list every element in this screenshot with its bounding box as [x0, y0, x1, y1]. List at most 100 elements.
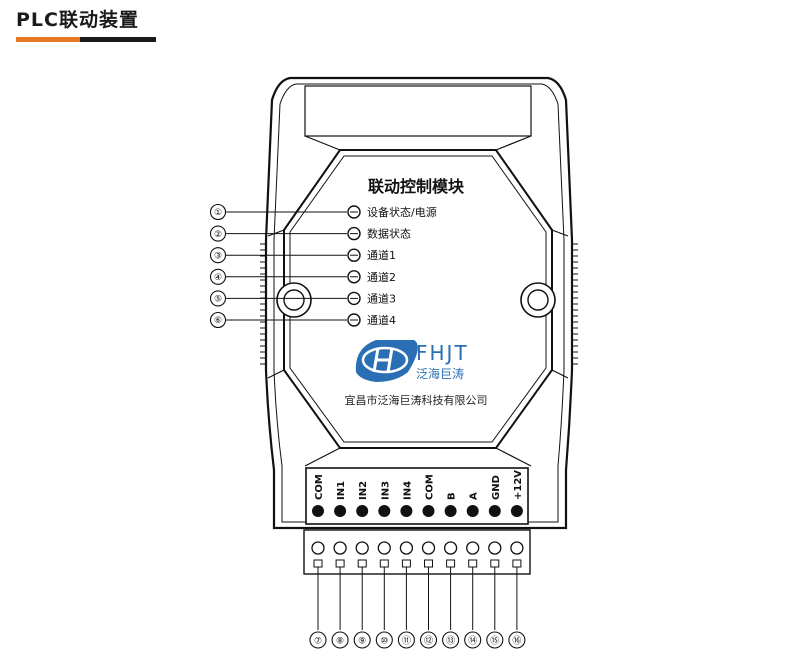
- terminal-screw: [510, 505, 523, 517]
- indicator-3: ③ 通道1: [209, 247, 396, 264]
- plug-clamp: [401, 559, 411, 568]
- terminal-label: +12V: [513, 470, 524, 500]
- terminal-label: B: [447, 492, 458, 500]
- terminal-1: COM: [312, 474, 325, 517]
- title-underline-accent: [16, 37, 80, 42]
- indicator-number: ①: [214, 208, 222, 218]
- plug-pin-4: ⑩: [375, 541, 393, 649]
- terminal-screw: [422, 505, 435, 517]
- plug-screw: [377, 541, 391, 555]
- plug-number: ⑮: [490, 636, 499, 647]
- indicator-2: ② 数据状态: [209, 225, 411, 242]
- plug-clamp: [424, 559, 433, 568]
- plug-number-circle: [309, 631, 327, 649]
- plug-pin-1: ⑦: [309, 541, 327, 649]
- indicator-label: 通道1: [367, 248, 396, 262]
- plug-number-circle: [375, 631, 393, 649]
- plug-screw: [421, 541, 436, 555]
- page-header: PLC联动装置: [16, 6, 156, 42]
- plug-number-circle: [464, 631, 482, 649]
- plug-number-circle: [331, 631, 349, 649]
- plug-pin-3: ⑨: [353, 541, 371, 649]
- terminal-4: IN3: [378, 481, 391, 517]
- brand-logo: FHJT 泛海巨涛: [355, 340, 467, 382]
- indicator-number: ③: [214, 251, 222, 261]
- plug-pin-10: ⑯: [508, 541, 526, 649]
- terminal-label: COM: [425, 474, 436, 500]
- terminal-label: IN1: [336, 481, 347, 500]
- terminal-6: COM: [422, 474, 436, 517]
- plug-screw: [333, 541, 347, 555]
- terminal-labels: COM IN1 IN2 IN3 IN4 COM B A GND +12V: [312, 470, 524, 517]
- terminal-label: GND: [491, 475, 502, 500]
- indicator-label: 通道3: [367, 291, 396, 305]
- left-ribbing: [260, 243, 266, 365]
- terminal-label: A: [469, 492, 480, 500]
- front-panel-inner: [289, 155, 547, 443]
- plug-number-circle: [442, 631, 460, 649]
- plug-pin-5: ⑪: [397, 541, 415, 649]
- mounting-hole-right: [520, 282, 556, 318]
- plug-number: ⑯: [512, 636, 521, 647]
- plug-clamp: [313, 559, 323, 568]
- terminal-label: IN2: [358, 481, 369, 500]
- right-ribbing: [572, 243, 578, 365]
- terminal-screw: [488, 505, 501, 517]
- brand-name-cn: 泛海巨涛: [416, 366, 464, 381]
- device-body-inner: [273, 83, 565, 523]
- plug-pin-8: ⑭: [464, 541, 482, 649]
- plug-number: ⑭: [468, 636, 477, 647]
- title-underline: [16, 37, 156, 42]
- plug-pin-6: ⑫: [419, 541, 438, 649]
- terminal-label: IN3: [380, 481, 391, 500]
- company-name: 宜昌市泛海巨涛科技有限公司: [345, 393, 488, 407]
- terminal-5: IN4: [400, 481, 413, 517]
- plug-number: ⑩: [380, 637, 388, 647]
- terminal-label: COM: [314, 474, 325, 500]
- plug-number: ⑦: [314, 637, 322, 647]
- plug-number: ⑨: [358, 637, 366, 647]
- plug-clamp: [490, 559, 500, 568]
- terminal-screw: [400, 505, 413, 517]
- plug-clamp: [357, 559, 367, 568]
- terminal-2: IN1: [334, 481, 347, 517]
- indicator-label: 设备状态/电源: [367, 205, 437, 219]
- plug-screw: [443, 541, 458, 555]
- terminal-8: A: [466, 492, 480, 517]
- plug-clamp: [468, 559, 478, 568]
- plug-number: ⑪: [402, 636, 411, 647]
- plug-number-circle: [486, 631, 504, 649]
- indicator-number: ⑤: [214, 295, 222, 305]
- page-title: PLC联动装置: [16, 9, 139, 31]
- plug-screw: [311, 541, 325, 555]
- plug-pin-9: ⑮: [486, 541, 504, 649]
- top-window: [304, 85, 532, 137]
- plug-screw: [355, 541, 369, 555]
- terminal-screw: [378, 505, 391, 517]
- terminal-screw: [466, 505, 479, 517]
- plug-pin-7: ⑬: [442, 541, 460, 649]
- terminal-screw: [334, 505, 347, 517]
- indicator-label: 数据状态: [367, 227, 411, 241]
- plug-screw: [510, 541, 524, 555]
- terminal-screw: [444, 505, 457, 517]
- plug-screw: [399, 541, 414, 555]
- panel-bevels: [267, 135, 569, 467]
- plug-number-circle: [397, 631, 415, 649]
- plug-clamp: [335, 559, 345, 568]
- indicator-number: ②: [214, 230, 222, 240]
- plug-clamp: [379, 559, 389, 568]
- plug-number: ⑬: [446, 636, 455, 647]
- terminal-label: IN4: [402, 481, 413, 500]
- indicator-1: ① 设备状态/电源: [209, 203, 437, 221]
- plug-number-circle: [419, 631, 438, 649]
- terminal-10: +12V: [510, 470, 524, 517]
- plug-number: ⑫: [424, 636, 433, 647]
- indicator-number: ④: [214, 273, 222, 283]
- indicator-5: ⑤ 通道3: [209, 290, 396, 307]
